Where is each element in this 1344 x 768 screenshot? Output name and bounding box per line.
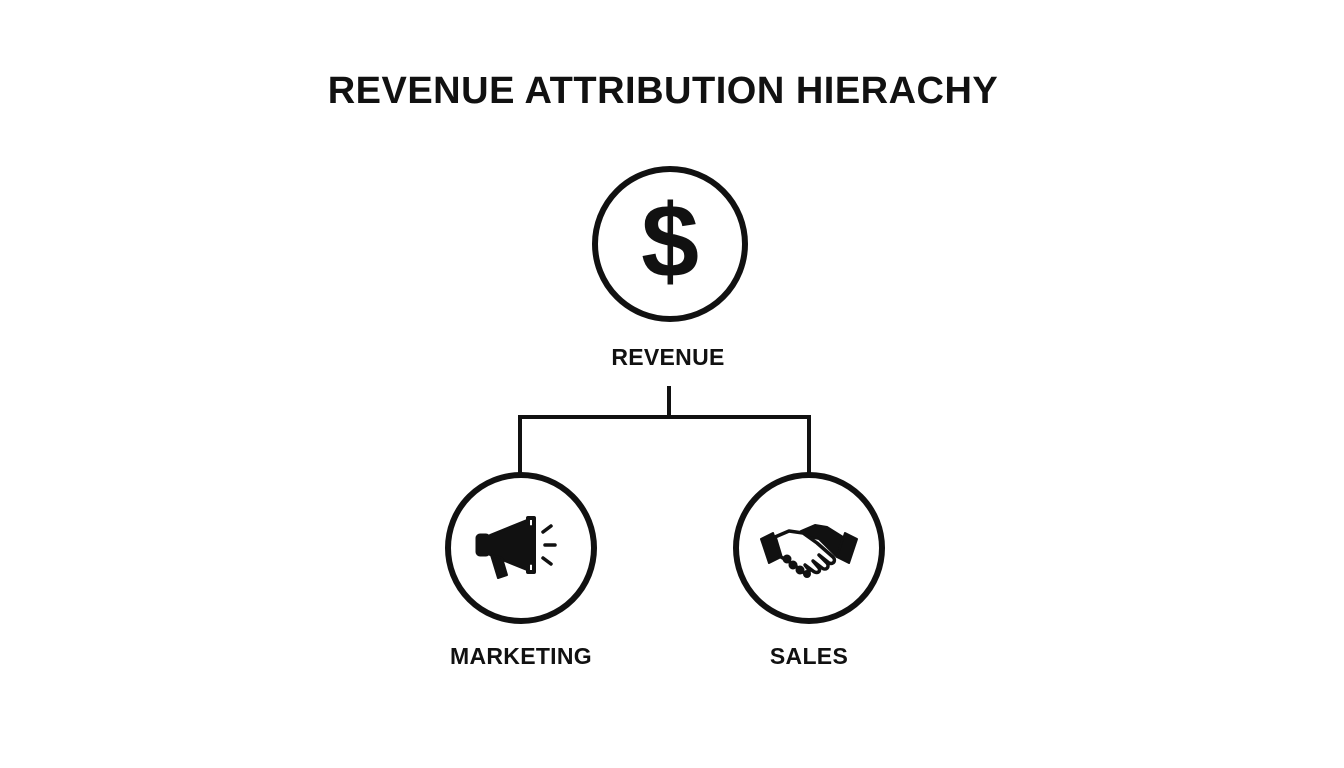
revenue-node: $ — [592, 166, 748, 322]
dollar-sign-icon: $ — [641, 184, 699, 300]
sales-node — [733, 472, 885, 624]
handshake-icon — [760, 524, 858, 578]
megaphone-icon — [475, 516, 557, 579]
diagram-title: REVENUE ATTRIBUTION HIERACHY — [327, 70, 999, 112]
revenue-label: REVENUE — [611, 344, 725, 370]
marketing-node — [445, 472, 597, 624]
marketing-label: MARKETING — [450, 643, 592, 669]
sales-label: SALES — [769, 643, 849, 669]
